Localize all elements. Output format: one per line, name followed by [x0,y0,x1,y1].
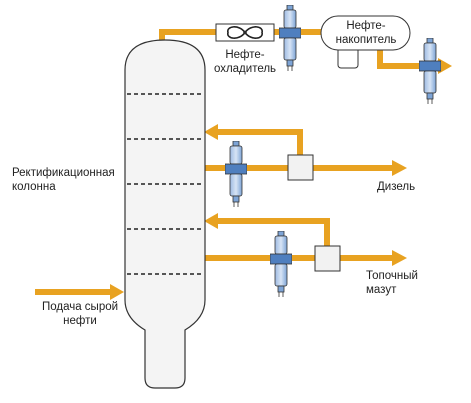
accumulator-label: Нефте- накопитель [335,20,397,46]
exchanger-fuel-oil [314,245,341,272]
column-body [124,39,206,389]
pipe-diesel-reflux [216,129,303,155]
flow-valve-icon [225,141,247,207]
column-label: Ректификационная колонна [12,167,115,193]
flow-arrows [110,58,452,300]
pipe-fuel-reflux [216,218,330,246]
distillation-column [124,39,206,389]
exchanger-diesel [287,154,314,181]
cooler-label: Нефте- охладитель [213,49,277,75]
flow-arrow-icon [204,124,218,140]
fan-icon [227,26,263,39]
flow-arrow-icon [110,284,124,300]
flow-valve-icon [419,38,441,104]
oil-accumulator [320,15,411,69]
diesel-label: Дизель [377,181,416,193]
fuel-oil-label: Топочный мазут [366,270,418,296]
flow-arrow-icon [204,213,218,229]
flow-arrow-icon [392,160,407,176]
flow-arrow-icon [392,250,407,266]
flow-arrow-icon [438,58,452,74]
feed-label: Подача сырой нефти [41,301,119,327]
oil-cooler [215,23,275,42]
column-trays [127,93,203,275]
flow-valve-icon [270,231,292,297]
